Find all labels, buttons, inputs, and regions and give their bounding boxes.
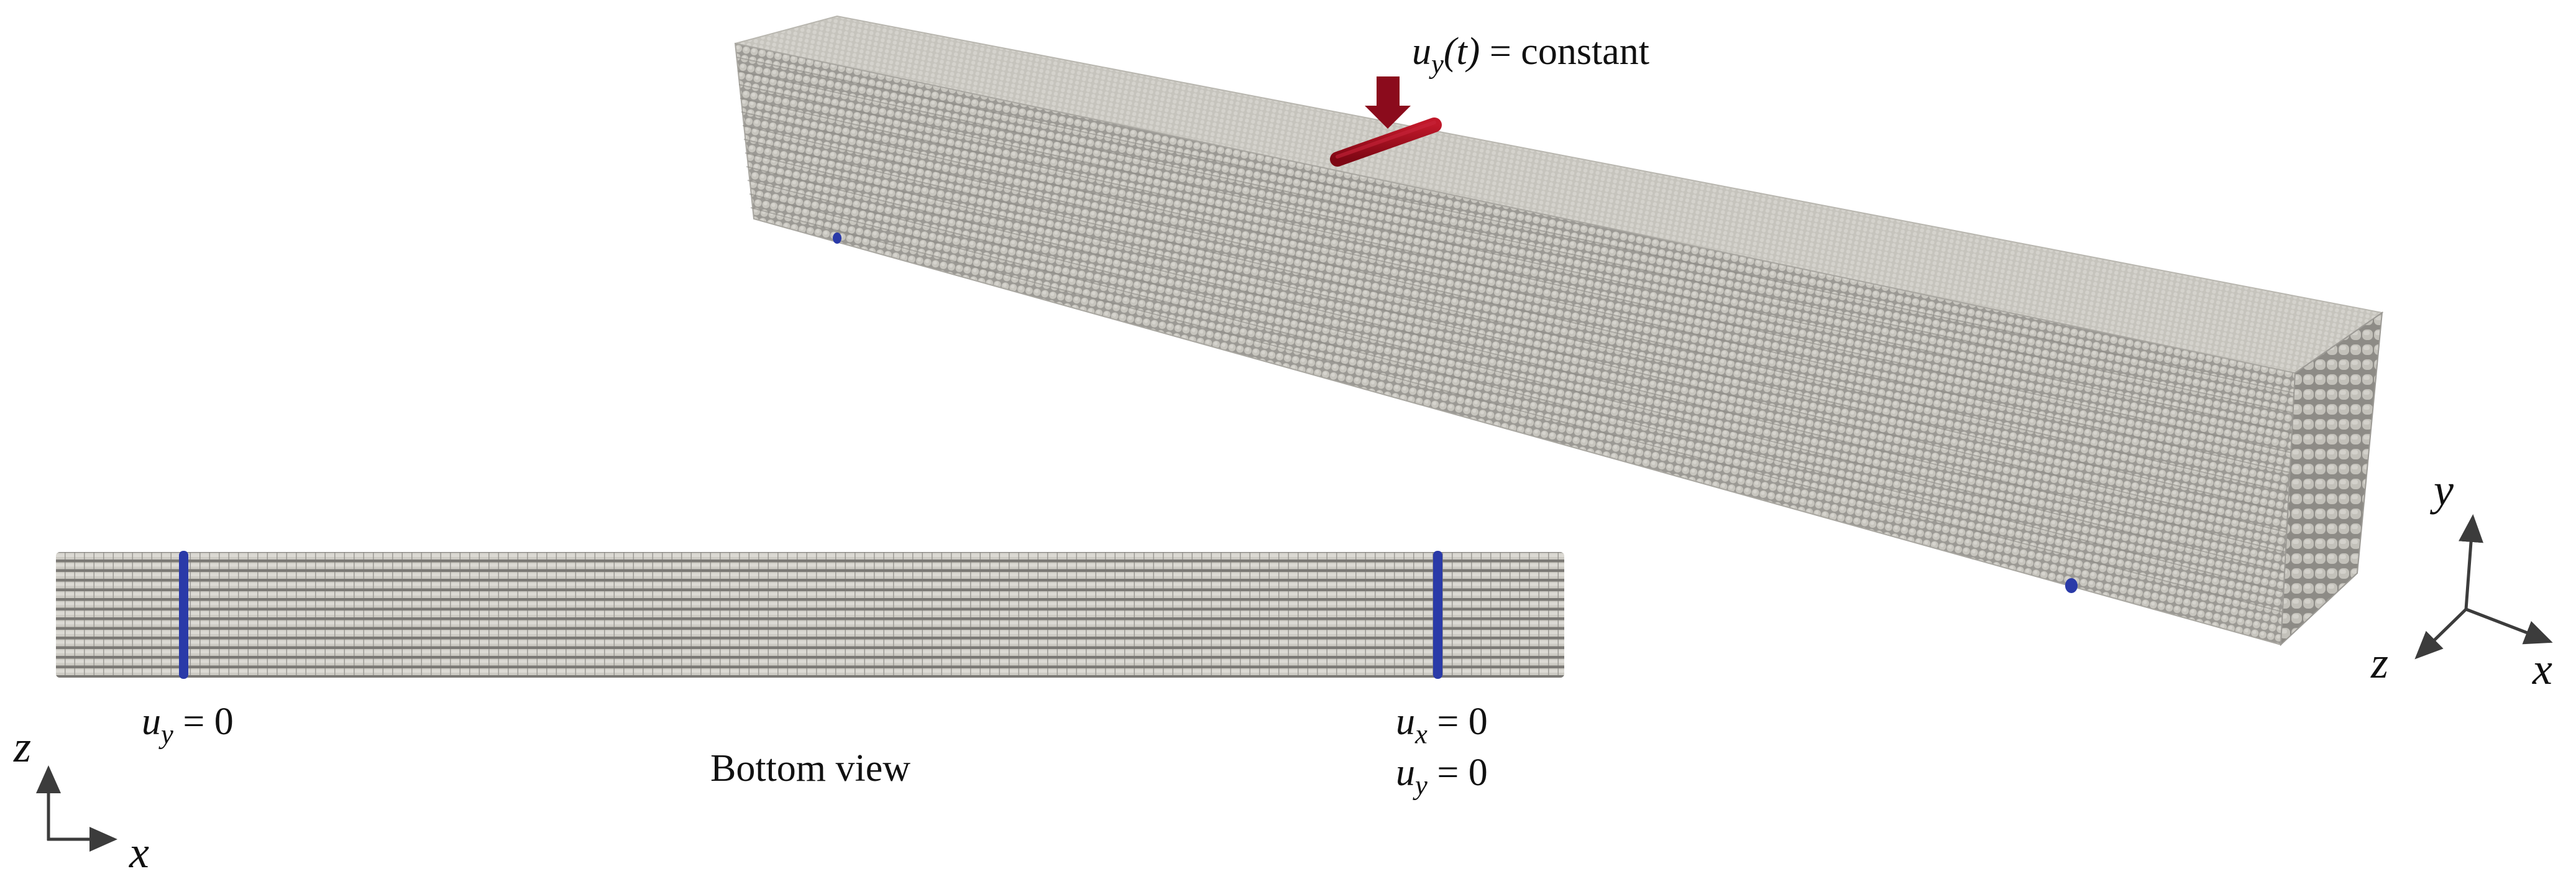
x-axis-arrow-icon bbox=[2465, 607, 2553, 645]
beam-end-face bbox=[2280, 311, 2383, 647]
axis-2d bbox=[36, 765, 117, 852]
load-label: uy(t) = constant bbox=[1412, 30, 1649, 80]
axis-label-z: z bbox=[2371, 638, 2389, 688]
axis-2d-label-x: x bbox=[129, 827, 149, 877]
support-marker-right bbox=[2065, 578, 2078, 593]
right-support-label-ux: ux = 0 bbox=[1396, 701, 1488, 750]
axis-triad-3d bbox=[2414, 514, 2553, 660]
load-label-arg: (t) bbox=[1443, 30, 1480, 73]
bottom-view-atoms bbox=[56, 552, 1564, 678]
axis-2d-label-z: z bbox=[14, 722, 32, 772]
right-support-label-uy: uy = 0 bbox=[1396, 752, 1488, 801]
z-axis-arrow-icon bbox=[2414, 608, 2467, 660]
axis-label-x: x bbox=[2532, 644, 2552, 694]
beam-3d bbox=[734, 15, 2384, 647]
left-support-label: uy = 0 bbox=[142, 701, 234, 750]
front-face-row-lines bbox=[736, 57, 2294, 612]
down-arrow-icon bbox=[1365, 76, 1411, 129]
bottom-view-title: Bottom view bbox=[710, 747, 911, 790]
support-marker-left bbox=[833, 233, 841, 244]
load-label-rest: = constant bbox=[1480, 30, 1649, 73]
loading-line bbox=[1330, 117, 1442, 167]
support-line-left bbox=[179, 551, 188, 679]
axis-label-y: y bbox=[2434, 465, 2454, 515]
y-axis-arrow-icon bbox=[2459, 514, 2483, 610]
support-line-right bbox=[1433, 551, 1442, 679]
beam-bottom-view bbox=[56, 551, 1564, 679]
